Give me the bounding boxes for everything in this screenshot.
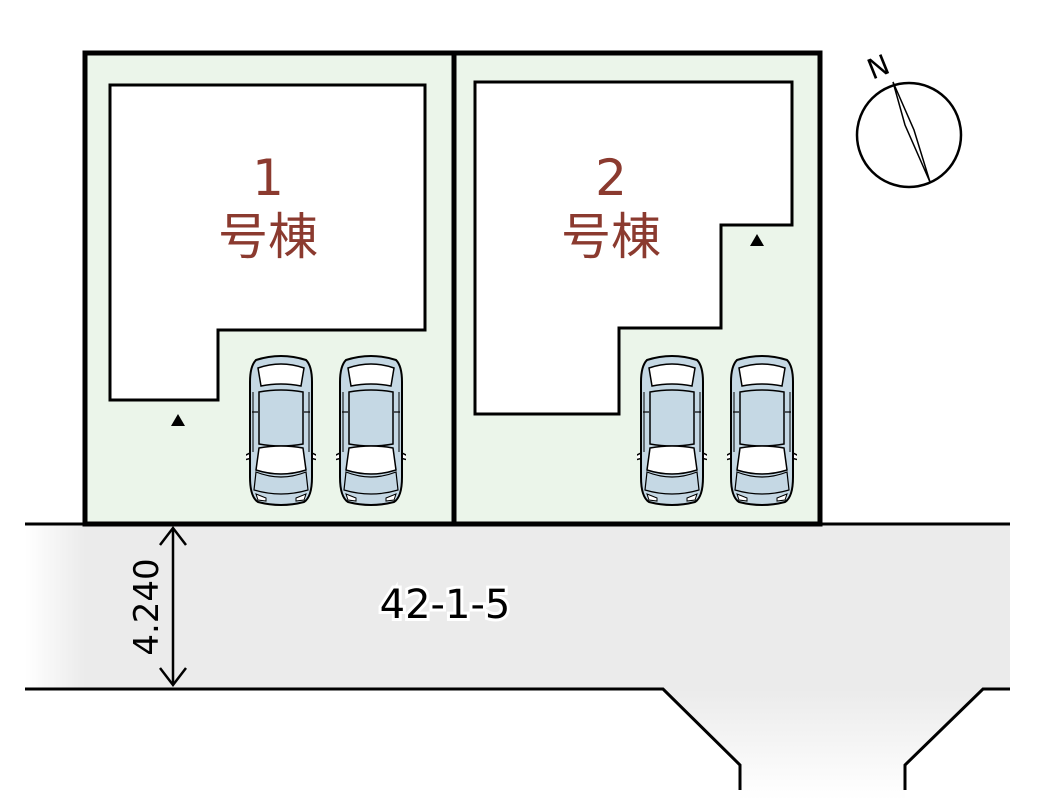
road-edge-bottom-right: [903, 687, 1010, 790]
car-lot-2-a: [637, 355, 707, 506]
car-lot-1-b: [336, 355, 406, 506]
building-1-footprint: [108, 83, 427, 402]
lot-2: 2 号棟: [451, 50, 823, 527]
car-lot-2-b: [727, 355, 797, 506]
building-1-number: 1: [252, 149, 284, 207]
dimension-arrow-bottom: [159, 667, 187, 688]
building-2-suffix: 号棟: [561, 208, 661, 266]
car-lot-1-a: [246, 355, 316, 506]
building-2-number: 2: [595, 149, 627, 207]
road-edge-bottom: [25, 687, 742, 790]
road-fade-left: [25, 524, 85, 689]
building-2-footprint: [473, 80, 794, 416]
road-surface: [25, 524, 1010, 689]
building-1-suffix: 号棟: [218, 208, 318, 266]
entrance-marker-1: [171, 414, 185, 426]
road-width-dimension: 4.240: [127, 525, 187, 688]
road-width-label: 4.240: [127, 558, 167, 655]
road-branch-surface: [663, 689, 983, 800]
entrance-marker-2: [750, 234, 764, 246]
road: 42-1-5: [25, 522, 1010, 800]
dimension-arrow-top: [159, 525, 187, 546]
lot-1: 1 号棟: [82, 50, 457, 527]
north-label: N: [863, 48, 895, 86]
road-label: 42-1-5: [380, 582, 511, 628]
north-compass: N: [855, 48, 963, 189]
compass-needle-outline: [892, 81, 931, 183]
